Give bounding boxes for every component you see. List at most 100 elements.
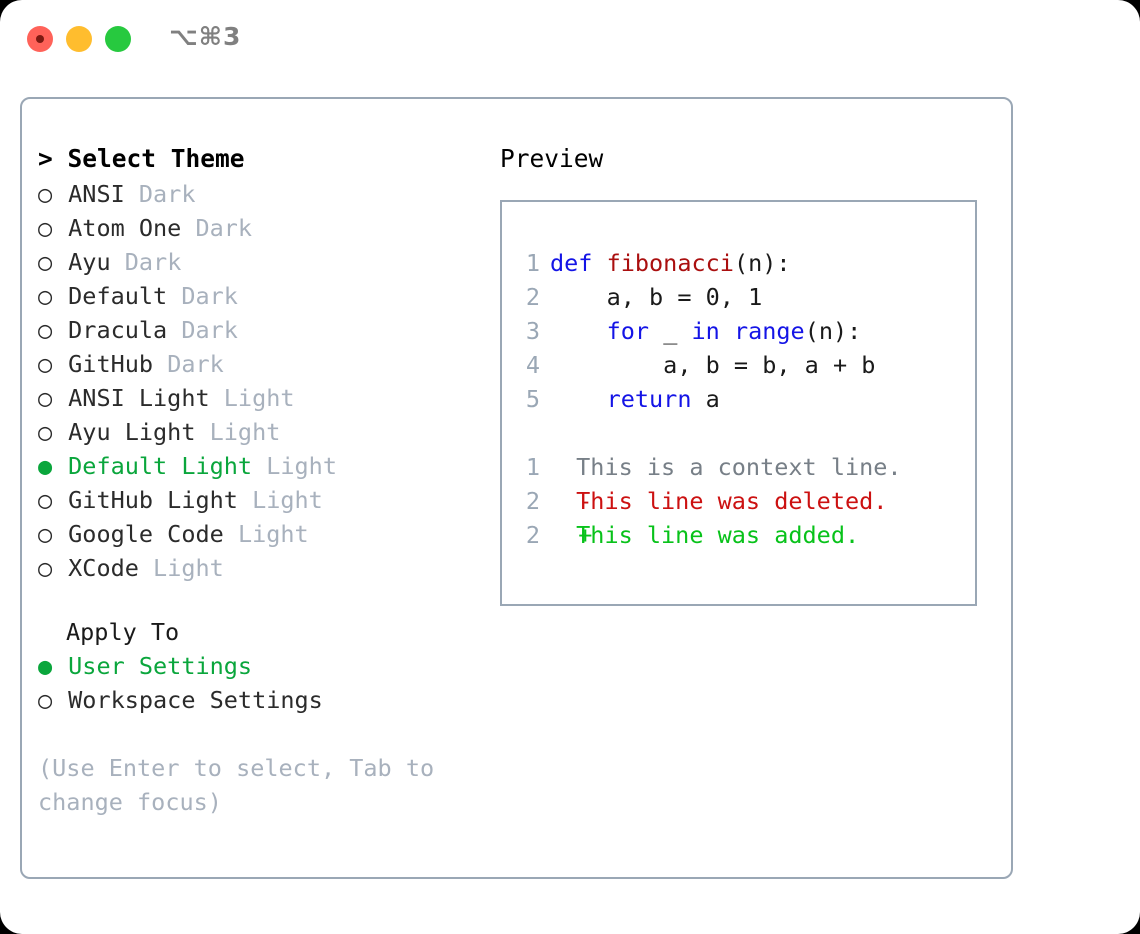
- theme-name: XCode: [54, 554, 154, 582]
- diff-line: 2 - This line was deleted.: [516, 484, 971, 518]
- diff-marker: -: [550, 487, 593, 515]
- code-token: range: [733, 317, 805, 345]
- code-token: _: [649, 317, 692, 345]
- line-number: 2: [525, 283, 540, 311]
- theme-name: Default Light: [54, 452, 267, 480]
- code-token: in: [691, 317, 734, 345]
- maximize-button[interactable]: [105, 26, 131, 52]
- theme-mode-tag: Dark: [181, 316, 238, 344]
- theme-name: GitHub Light: [54, 486, 253, 514]
- radio-unselected-icon[interactable]: ○: [38, 418, 53, 446]
- radio-unselected-icon[interactable]: ○: [38, 350, 53, 378]
- code-token: [550, 317, 607, 345]
- radio-unselected-icon[interactable]: ○: [38, 316, 53, 344]
- code-token: a, b = 0, 1: [550, 283, 763, 311]
- theme-list-item[interactable]: ○ Ayu Light Light: [38, 415, 488, 449]
- radio-unselected-icon[interactable]: ○: [38, 686, 53, 714]
- radio-selected-icon[interactable]: ●: [38, 452, 53, 480]
- theme-list-item[interactable]: ○ Ayu Dark: [38, 245, 488, 279]
- theme-mode-tag: Light: [252, 486, 323, 514]
- radio-unselected-icon[interactable]: ○: [38, 248, 53, 276]
- apply-to-section: Apply To ● User Settings○ Workspace Sett…: [38, 615, 488, 717]
- diff-marker: +: [550, 521, 593, 549]
- theme-list-item[interactable]: ○ XCode Light: [38, 551, 488, 585]
- theme-name: Dracula: [54, 316, 182, 344]
- window-titlebar: ⌥⌘3: [0, 0, 1140, 78]
- theme-mode-tag: Light: [209, 418, 281, 446]
- code-token: (n):: [804, 317, 862, 345]
- code-token: a, b = b, a + b: [550, 351, 876, 379]
- theme-list-item[interactable]: ○ Google Code Light: [38, 517, 488, 551]
- apply-to-options: ● User Settings○ Workspace Settings: [38, 649, 488, 717]
- radio-unselected-icon[interactable]: ○: [38, 554, 53, 582]
- theme-mode-tag: Light: [223, 384, 295, 412]
- minimize-button[interactable]: [66, 26, 92, 52]
- line-number: 2: [525, 487, 540, 515]
- code-token: [550, 385, 607, 413]
- theme-list-item[interactable]: ○ GitHub Dark: [38, 347, 488, 381]
- theme-list-item[interactable]: ○ ANSI Dark: [38, 177, 488, 211]
- theme-list: ○ ANSI Dark○ Atom One Dark○ Ayu Dark○ De…: [38, 177, 488, 585]
- prompt-caret: >: [38, 144, 68, 173]
- theme-name: ANSI: [54, 180, 139, 208]
- theme-name: Google Code: [54, 520, 238, 548]
- theme-mode-tag: Dark: [138, 180, 196, 208]
- theme-list-item[interactable]: ○ ANSI Light Light: [38, 381, 488, 415]
- line-number: 5: [525, 385, 540, 413]
- apply-to-option-label: User Settings: [54, 652, 253, 680]
- theme-name: Ayu Light: [54, 418, 210, 446]
- diff-text: This is a context line.: [562, 453, 902, 481]
- theme-name: GitHub: [54, 350, 168, 378]
- theme-list-column: > Select Theme ○ ANSI Dark○ Atom One Dar…: [38, 141, 488, 819]
- theme-mode-tag: Dark: [124, 248, 182, 276]
- radio-unselected-icon[interactable]: ○: [38, 282, 53, 310]
- radio-unselected-icon[interactable]: ○: [38, 384, 53, 412]
- radio-unselected-icon[interactable]: ○: [38, 180, 53, 208]
- theme-list-item[interactable]: ○ Dracula Dark: [38, 313, 488, 347]
- theme-name: Default: [54, 282, 182, 310]
- theme-mode-tag: Dark: [167, 350, 224, 378]
- line-number: 4: [525, 351, 540, 379]
- code-line: 5 return a: [516, 382, 971, 416]
- line-number: 1: [525, 453, 540, 481]
- apply-to-option[interactable]: ● User Settings: [38, 649, 488, 683]
- window-shortcut-label: ⌥⌘3: [169, 22, 242, 51]
- line-number: 3: [525, 317, 540, 345]
- preview-title: Preview: [500, 144, 604, 173]
- line-number: 2: [525, 521, 540, 549]
- theme-selector-panel: > Select Theme ○ ANSI Dark○ Atom One Dar…: [20, 97, 1013, 879]
- theme-list-item[interactable]: ○ GitHub Light Light: [38, 483, 488, 517]
- apply-to-label: Apply To: [66, 618, 180, 646]
- apply-to-option[interactable]: ○ Workspace Settings: [38, 683, 488, 717]
- radio-selected-icon[interactable]: ●: [38, 652, 53, 680]
- page-title-text: Select Theme: [67, 144, 245, 173]
- code-line: 2 a, b = 0, 1: [516, 280, 971, 314]
- theme-name: Ayu: [54, 248, 125, 276]
- theme-list-item[interactable]: ○ Atom One Dark: [38, 211, 488, 245]
- theme-list-item[interactable]: ● Default Light Light: [38, 449, 488, 483]
- code-token: for: [606, 317, 650, 345]
- radio-unselected-icon[interactable]: ○: [38, 520, 53, 548]
- theme-name: Atom One: [54, 214, 196, 242]
- code-token: return: [606, 385, 692, 413]
- theme-mode-tag: Dark: [181, 282, 238, 310]
- diff-text: This line was deleted.: [562, 487, 888, 515]
- page-title: > Select Theme: [38, 141, 488, 177]
- radio-unselected-icon[interactable]: ○: [38, 486, 53, 514]
- theme-mode-tag: Light: [266, 452, 337, 480]
- diff-line: 1 This is a context line.: [516, 450, 971, 484]
- diff-line: 2 + This line was added.: [516, 518, 971, 552]
- diff-text: This line was added.: [562, 521, 860, 549]
- diff-marker: [550, 450, 562, 484]
- radio-unselected-icon[interactable]: ○: [38, 214, 53, 242]
- code-line: 3 for _ in range(n):: [516, 314, 971, 348]
- theme-name: ANSI Light: [54, 384, 224, 412]
- theme-mode-tag: Dark: [195, 214, 253, 242]
- theme-list-item[interactable]: ○ Default Dark: [38, 279, 488, 313]
